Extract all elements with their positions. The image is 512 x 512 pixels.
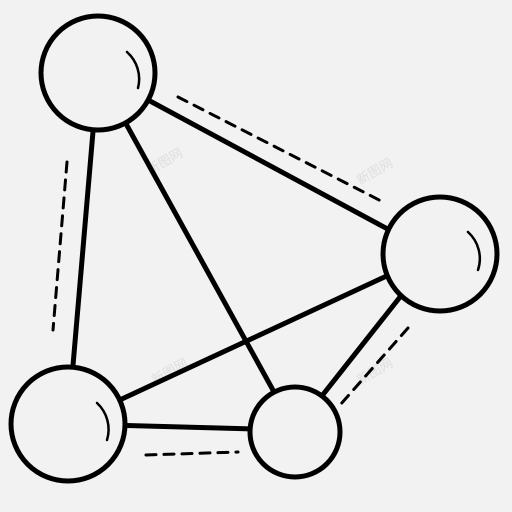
node-top-highlight: [125, 50, 141, 90]
node-top: [38, 13, 158, 133]
edge-top-bottomright: [95, 70, 298, 433]
node-bottom-circle: [247, 384, 343, 480]
edge-left-right: [65, 251, 437, 427]
node-left-circle: [8, 364, 128, 484]
watermark-text: 新图网: [144, 145, 186, 178]
node-right-circle: [380, 194, 500, 314]
node-left-highlight: [95, 401, 110, 442]
node-right: [380, 194, 500, 314]
dashed-line-bottom-right: [338, 326, 410, 407]
watermark-text: 新图网: [354, 155, 396, 188]
dashed-line-bottom: [144, 450, 240, 457]
node-bottom: [247, 384, 343, 480]
dashed-line-left: [51, 160, 69, 332]
dashed-line-top-right: [176, 95, 385, 204]
node-top-circle: [38, 13, 158, 133]
node-left: [8, 364, 128, 484]
node-right-highlight: [466, 230, 482, 272]
edge-top-right: [95, 70, 437, 257]
dashed-accent-lines: [51, 95, 410, 457]
